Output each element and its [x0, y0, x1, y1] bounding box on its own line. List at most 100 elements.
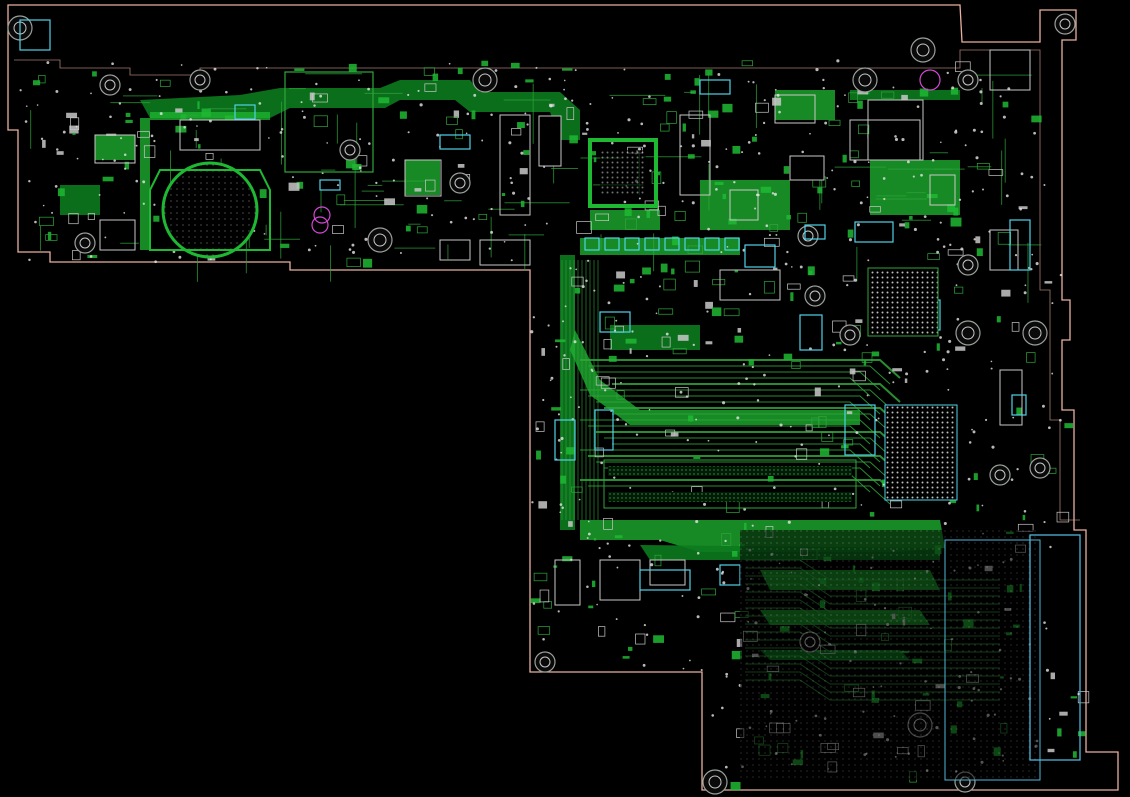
smd-component: [734, 335, 744, 343]
via-icon: [123, 212, 126, 214]
via-icon: [828, 434, 830, 437]
smd-component: [471, 110, 476, 120]
mounting-hole-icon: [839, 324, 861, 346]
component-outline: [842, 275, 855, 282]
via-icon: [109, 115, 112, 119]
via-icon: [778, 110, 781, 114]
via-icon: [559, 503, 563, 506]
via-icon: [771, 192, 775, 195]
via-icon: [213, 67, 217, 71]
via-icon: [779, 423, 783, 427]
component-outline: [852, 370, 866, 382]
via-icon: [569, 267, 572, 270]
via-icon: [972, 430, 976, 434]
component-outline: [674, 210, 686, 221]
component-outline: [594, 447, 604, 458]
board-cutout-2: [789, 155, 825, 181]
smd-component: [705, 341, 713, 345]
component-outline: [988, 169, 1004, 176]
via-icon: [742, 363, 746, 366]
via-icon: [1045, 668, 1049, 672]
mounting-hole-ring: [797, 225, 819, 247]
component-outline: [312, 93, 328, 103]
pad-icon: [1009, 219, 1031, 271]
via-icon: [120, 137, 123, 140]
via-icon: [622, 281, 625, 284]
via-icon: [697, 596, 701, 600]
via-icon: [721, 401, 726, 405]
smd-component: [904, 222, 910, 229]
via-icon: [542, 637, 545, 641]
smd-component: [950, 217, 962, 227]
via-icon: [692, 343, 695, 347]
via-icon: [866, 344, 869, 346]
component-outline: [616, 390, 625, 400]
mounting-hole-drill: [1028, 326, 1042, 340]
via-icon: [301, 110, 304, 113]
dimm-connector-footprint: [603, 459, 857, 509]
mounting-hole-icon: [804, 285, 826, 307]
component-outline: [45, 234, 58, 241]
pad-icon: [724, 237, 740, 251]
component-outline: [1011, 322, 1020, 332]
signal-trace: [596, 461, 891, 481]
via-icon: [741, 151, 744, 154]
ic-package-icon: [479, 239, 531, 266]
signal-trace: [588, 365, 891, 385]
via-icon: [708, 160, 711, 163]
component-outline: [600, 377, 616, 389]
via-icon: [417, 89, 420, 92]
via-icon: [593, 289, 596, 292]
via-icon: [859, 201, 863, 205]
mounting-hole-drill: [539, 656, 551, 668]
via-icon: [901, 137, 905, 142]
smd-component: [1047, 748, 1055, 753]
smd-component: [871, 351, 880, 357]
via-icon: [920, 173, 923, 177]
smd-component: [405, 225, 411, 232]
via-icon: [717, 449, 720, 452]
smd-component: [714, 181, 724, 186]
via-icon: [367, 87, 370, 91]
smd-component: [869, 512, 875, 517]
smd-component: [904, 378, 908, 383]
smd-component: [414, 188, 422, 192]
via-icon: [62, 130, 66, 134]
mounting-hole-icon: [339, 139, 361, 161]
mounting-hole-icon: [99, 74, 121, 96]
via-icon: [623, 68, 626, 71]
component-outline: [535, 421, 545, 432]
via-icon: [955, 284, 958, 287]
ic-package-icon: [99, 219, 136, 251]
via-icon: [636, 242, 639, 245]
via-icon: [936, 238, 940, 241]
mounting-hole-drill: [194, 74, 206, 86]
via-icon: [724, 539, 727, 543]
mounting-hole-icon: [1054, 13, 1076, 35]
via-icon: [577, 406, 580, 409]
via-icon: [942, 358, 946, 362]
copper-pour: [560, 255, 575, 530]
smd-component: [642, 267, 651, 275]
component-outline: [805, 424, 813, 432]
component-outline: [763, 281, 775, 294]
mounting-hole-ring: [1022, 320, 1048, 346]
smd-component: [348, 63, 357, 73]
mounting-hole-drill: [858, 73, 872, 87]
smd-component: [1077, 731, 1086, 737]
smd-component: [881, 479, 886, 488]
via-icon: [982, 188, 984, 191]
smd-component: [687, 154, 695, 159]
via-icon: [561, 506, 564, 510]
via-icon: [1010, 478, 1014, 481]
via-icon: [1031, 253, 1034, 256]
via-icon: [650, 563, 654, 567]
via-icon: [706, 310, 709, 313]
via-icon: [815, 67, 819, 72]
via-icon: [581, 341, 584, 344]
smd-component: [625, 338, 637, 344]
ic-package-icon: [404, 159, 442, 197]
component-outline: [562, 358, 570, 370]
via-icon: [585, 121, 589, 125]
